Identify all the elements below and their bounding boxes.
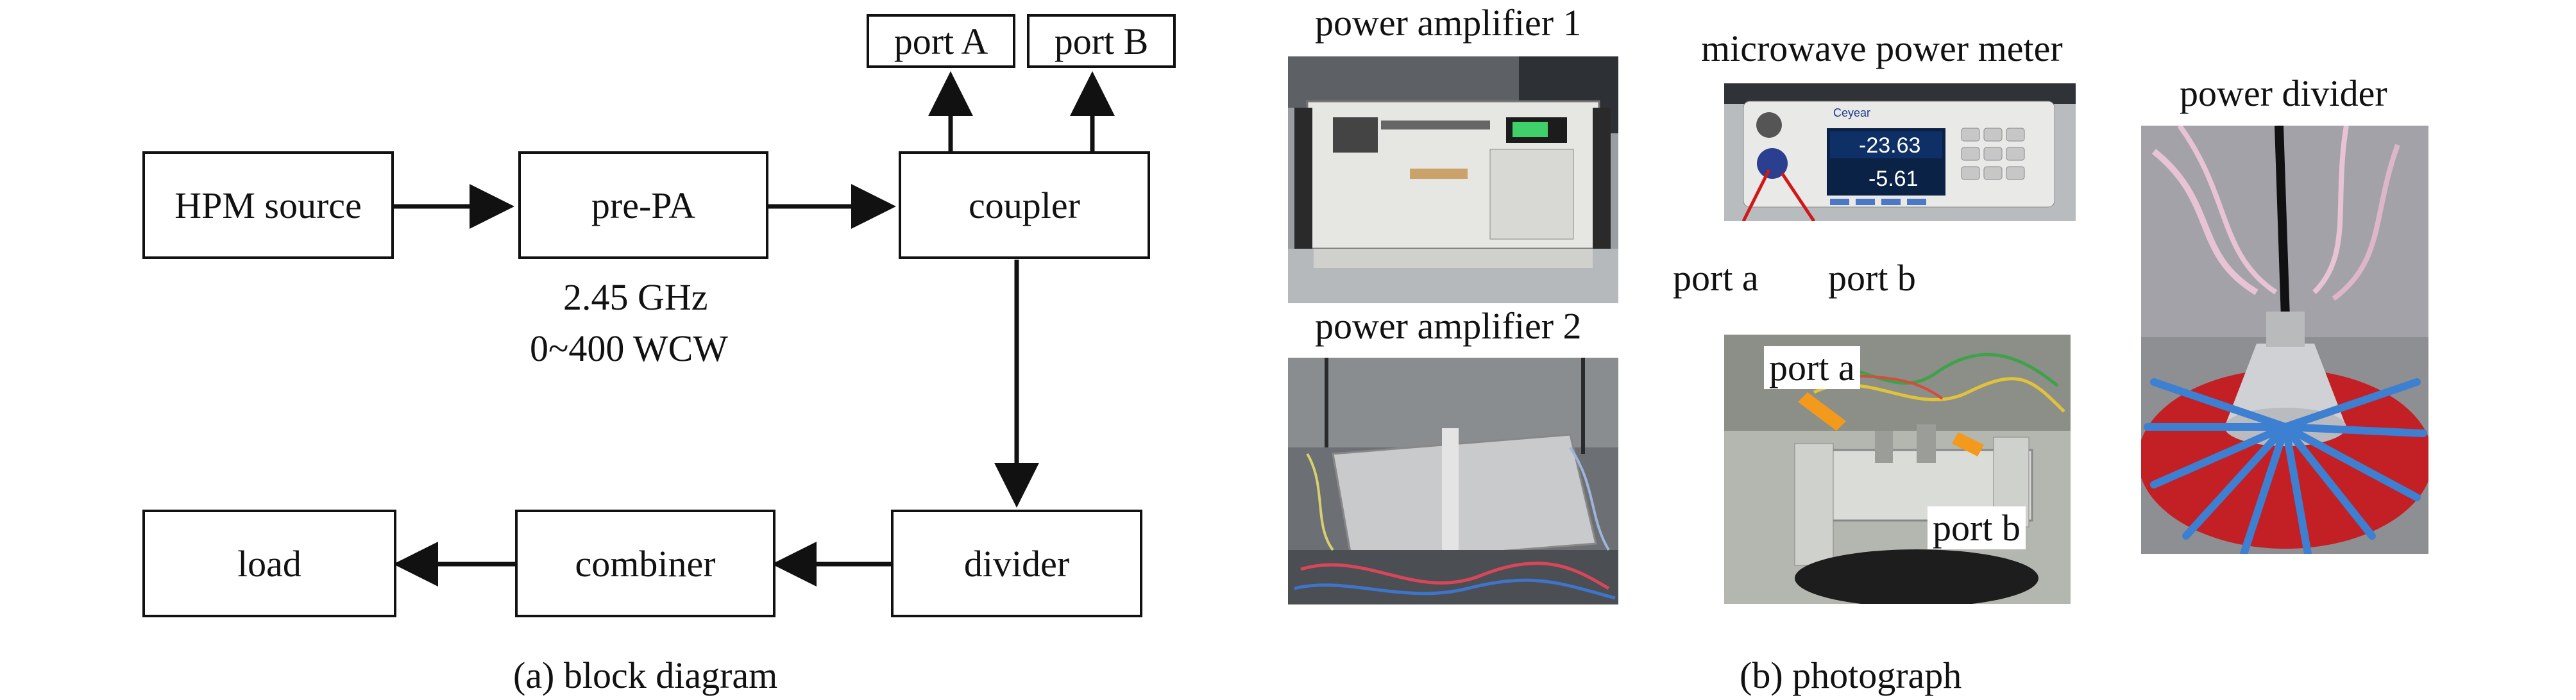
meter-port-a-label: port a bbox=[1673, 257, 1759, 299]
power-divider-photo bbox=[2141, 126, 2428, 554]
spec-power: 0~400 WCW bbox=[530, 328, 729, 369]
meter-reading-2: -5.61 bbox=[1868, 167, 1919, 191]
meter-port-b-label: port b bbox=[1828, 257, 1916, 299]
combiner-label: combiner bbox=[575, 542, 716, 585]
block-diagram-arrows bbox=[393, 71, 1115, 587]
port-B-block: port B bbox=[1027, 14, 1176, 68]
hpm-source-block: HPM source bbox=[142, 151, 394, 259]
caption-block-diagram: (a) block diagram bbox=[513, 654, 778, 696]
port-A-label: port A bbox=[894, 20, 988, 62]
caption-photograph: (b) photograph bbox=[1740, 654, 1962, 696]
photo-label-pa2: power amplifier 2 bbox=[1315, 305, 1582, 347]
divider-block: divider bbox=[891, 510, 1142, 617]
coupler-port-b-label: port b bbox=[1928, 506, 2026, 549]
meter-reading-1: -23.63 bbox=[1859, 133, 1920, 158]
power-amplifier-2-photo bbox=[1288, 358, 1618, 604]
coupler-label: coupler bbox=[969, 184, 1080, 226]
pre-pa-block: pre-PA bbox=[518, 151, 768, 259]
hpm-source-label: HPM source bbox=[174, 184, 362, 226]
coupler-port-a-label: port a bbox=[1764, 346, 1860, 389]
coupler-block: coupler bbox=[899, 151, 1150, 259]
pre-pa-label: pre-PA bbox=[591, 184, 696, 226]
photo-label-pa1: power amplifier 1 bbox=[1315, 2, 1582, 44]
combiner-block: combiner bbox=[515, 510, 775, 617]
port-A-block: port A bbox=[867, 14, 1015, 68]
photo-label-divider: power divider bbox=[2180, 72, 2387, 114]
divider-label: divider bbox=[963, 542, 1070, 585]
load-block: load bbox=[142, 510, 396, 617]
photo-label-meter: microwave power meter bbox=[1701, 28, 2063, 69]
power-meter-photo: -23.63 -5.61 Ceyear bbox=[1724, 83, 2076, 221]
load-label: load bbox=[237, 542, 301, 585]
spec-frequency: 2.45 GHz bbox=[563, 276, 708, 318]
port-B-label: port B bbox=[1054, 20, 1149, 62]
meter-brand: Ceyear bbox=[1833, 106, 1870, 119]
power-amplifier-1-photo bbox=[1288, 56, 1618, 303]
